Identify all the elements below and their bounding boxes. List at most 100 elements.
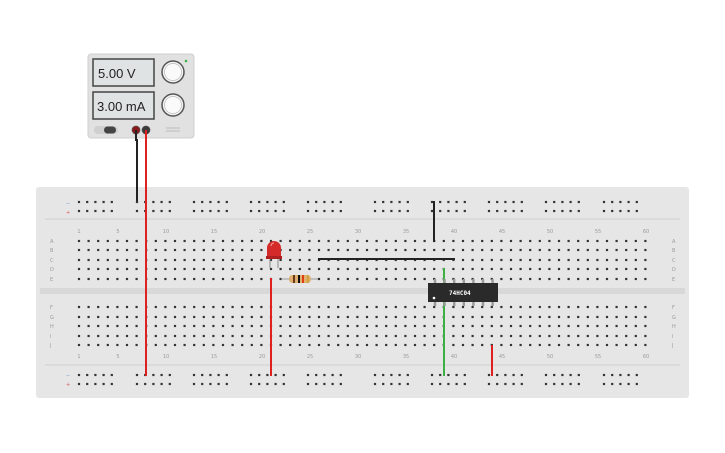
breadboard-hole[interactable]	[231, 305, 234, 309]
breadboard-hole[interactable]	[337, 343, 340, 347]
rail-hole[interactable]	[323, 200, 326, 204]
breadboard-hole[interactable]	[538, 277, 541, 281]
rail-hole[interactable]	[439, 200, 442, 204]
rail-hole[interactable]	[135, 209, 139, 213]
rail-hole[interactable]	[102, 382, 105, 386]
breadboard-hole[interactable]	[577, 267, 580, 271]
breadboard-hole[interactable]	[634, 334, 637, 338]
breadboard-hole[interactable]	[452, 343, 455, 347]
rail-hole[interactable]	[315, 373, 318, 377]
breadboard-hole[interactable]	[577, 343, 580, 347]
breadboard-hole[interactable]	[394, 343, 397, 347]
breadboard-hole[interactable]	[404, 334, 407, 338]
breadboard-hole[interactable]	[337, 324, 340, 328]
rail-hole[interactable]	[135, 200, 139, 204]
rail-hole[interactable]	[266, 382, 269, 386]
breadboard-hole[interactable]	[241, 315, 244, 319]
breadboard-hole[interactable]	[116, 239, 119, 243]
breadboard-hole[interactable]	[173, 334, 177, 338]
rail-hole[interactable]	[135, 373, 139, 377]
breadboard-hole[interactable]	[500, 343, 503, 347]
breadboard-hole[interactable]	[327, 239, 330, 243]
breadboard-hole[interactable]	[461, 305, 465, 309]
breadboard-hole[interactable]	[471, 248, 474, 252]
breadboard-hole[interactable]	[385, 324, 388, 328]
rail-hole[interactable]	[463, 200, 466, 204]
breadboard-hole[interactable]	[586, 258, 589, 262]
breadboard-hole[interactable]	[519, 277, 522, 281]
rail-hole[interactable]	[544, 382, 548, 386]
breadboard-hole[interactable]	[106, 258, 109, 262]
led[interactable]	[266, 241, 282, 268]
breadboard-hole[interactable]	[87, 258, 90, 262]
rail-hole[interactable]	[430, 373, 434, 377]
breadboard-hole[interactable]	[356, 267, 359, 271]
rail-hole[interactable]	[496, 200, 499, 204]
breadboard-hole[interactable]	[116, 248, 119, 252]
breadboard-hole[interactable]	[538, 258, 541, 262]
breadboard-hole[interactable]	[461, 324, 465, 328]
rail-hole[interactable]	[258, 373, 261, 377]
rail-hole[interactable]	[339, 373, 342, 377]
rail-hole[interactable]	[406, 200, 409, 204]
breadboard-hole[interactable]	[193, 267, 196, 271]
breadboard-hole[interactable]	[298, 239, 301, 243]
breadboard-hole[interactable]	[125, 315, 129, 319]
breadboard-hole[interactable]	[605, 248, 609, 252]
breadboard-hole[interactable]	[260, 258, 263, 262]
breadboard-hole[interactable]	[202, 277, 205, 281]
rail-hole[interactable]	[406, 209, 409, 213]
breadboard-hole[interactable]	[509, 315, 513, 319]
breadboard-hole[interactable]	[356, 334, 359, 338]
breadboard-hole[interactable]	[596, 248, 599, 252]
breadboard-hole[interactable]	[202, 315, 205, 319]
breadboard-hole[interactable]	[106, 248, 109, 252]
breadboard-hole[interactable]	[538, 305, 541, 309]
rail-hole[interactable]	[520, 200, 523, 204]
breadboard-hole[interactable]	[241, 258, 244, 262]
breadboard-hole[interactable]	[644, 267, 647, 271]
rail-hole[interactable]	[225, 209, 228, 213]
breadboard-hole[interactable]	[567, 324, 570, 328]
breadboard-hole[interactable]	[87, 343, 90, 347]
breadboard-hole[interactable]	[634, 248, 637, 252]
breadboard-hole[interactable]	[154, 267, 157, 271]
breadboard-hole[interactable]	[596, 239, 599, 243]
rail-hole[interactable]	[463, 373, 466, 377]
breadboard-hole[interactable]	[308, 258, 311, 262]
breadboard-hole[interactable]	[394, 334, 397, 338]
breadboard-hole[interactable]	[423, 248, 426, 252]
rail-hole[interactable]	[373, 200, 377, 204]
rail-hole[interactable]	[398, 200, 401, 204]
breadboard-hole[interactable]	[500, 267, 503, 271]
breadboard-hole[interactable]	[481, 248, 484, 252]
breadboard-hole[interactable]	[87, 277, 90, 281]
breadboard-hole[interactable]	[490, 334, 493, 338]
breadboard-hole[interactable]	[125, 277, 129, 281]
breadboard-hole[interactable]	[557, 267, 561, 271]
breadboard-hole[interactable]	[212, 239, 215, 243]
breadboard-hole[interactable]	[404, 239, 407, 243]
rail-hole[interactable]	[496, 373, 499, 377]
breadboard-hole[interactable]	[461, 239, 465, 243]
breadboard-hole[interactable]	[279, 324, 282, 328]
breadboard-hole[interactable]	[97, 324, 100, 328]
breadboard-hole[interactable]	[423, 277, 426, 281]
rail-hole[interactable]	[217, 200, 220, 204]
breadboard-hole[interactable]	[221, 324, 225, 328]
breadboard-hole[interactable]	[577, 315, 580, 319]
rail-hole[interactable]	[611, 209, 614, 213]
breadboard-hole[interactable]	[202, 334, 205, 338]
breadboard-hole[interactable]	[77, 324, 81, 328]
breadboard-hole[interactable]	[116, 315, 119, 319]
rail-hole[interactable]	[225, 373, 228, 377]
breadboard-hole[interactable]	[452, 239, 455, 243]
breadboard-hole[interactable]	[77, 239, 81, 243]
breadboard-hole[interactable]	[241, 324, 244, 328]
rail-hole[interactable]	[152, 200, 155, 204]
breadboard-hole[interactable]	[154, 324, 157, 328]
breadboard-hole[interactable]	[634, 343, 637, 347]
breadboard-hole[interactable]	[202, 324, 205, 328]
breadboard-hole[interactable]	[481, 343, 484, 347]
breadboard-hole[interactable]	[298, 248, 301, 252]
